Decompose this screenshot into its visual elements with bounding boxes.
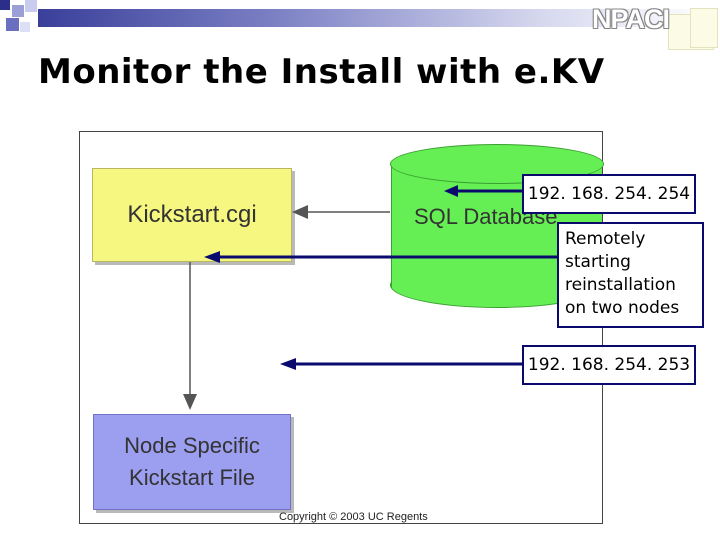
header-squares-decoration	[0, 0, 60, 40]
slide-title: Monitor the Install with e.KV	[38, 52, 605, 92]
note-text: Remotely starting reinstallation on two …	[565, 229, 680, 318]
callout-ip-top: 192. 168. 254. 254	[522, 174, 696, 214]
node-kickstart-file-box: Node Specific Kickstart File	[93, 414, 291, 510]
node-label-line1: Node Specific	[124, 433, 260, 458]
header-gradient-bar	[38, 9, 710, 27]
ip-bottom-text: 192. 168. 254. 253	[527, 355, 691, 375]
ip-top-text: 192. 168. 254. 254	[527, 184, 691, 204]
copyright-text: Copyright © 2003 UC Regents	[279, 511, 428, 523]
kickstart-cgi-box: Kickstart.cgi	[92, 168, 292, 262]
header-thumbnail	[690, 8, 718, 48]
node-label-line2: Kickstart File	[129, 465, 255, 490]
callout-ip-bottom: 192. 168. 254. 253	[522, 345, 696, 385]
npaci-logo: NPACI	[592, 4, 670, 34]
callout-note: Remotely starting reinstallation on two …	[557, 222, 704, 328]
kickstart-label: Kickstart.cgi	[127, 201, 257, 228]
